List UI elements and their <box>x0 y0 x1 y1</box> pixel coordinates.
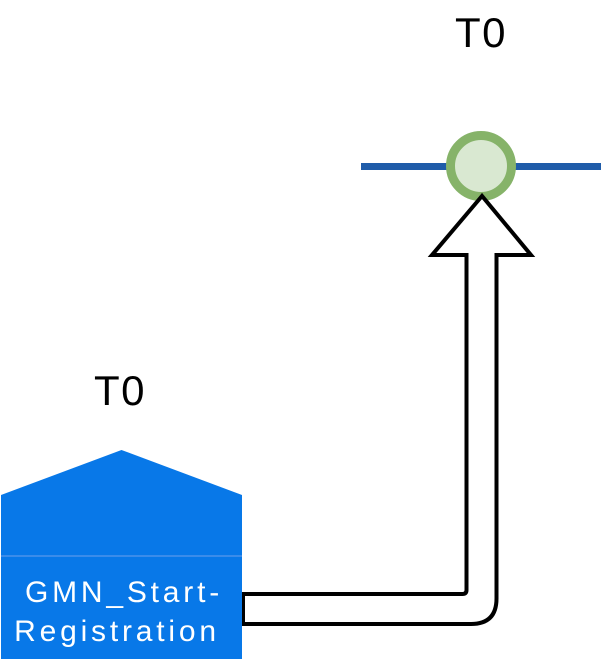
milestone-house-shape[interactable] <box>1 450 242 659</box>
timeline-group: T0 <box>361 9 601 201</box>
timeline-event-node[interactable] <box>446 131 516 201</box>
milestone-t0-label: T0 <box>94 367 146 414</box>
timeline-t0-label: T0 <box>455 9 507 56</box>
connector-group <box>241 192 536 626</box>
milestone-name-line1: GMN_Start- <box>25 576 223 609</box>
milestone-group: T0 GMN_Start- Registration <box>1 367 242 659</box>
connector-arrow[interactable] <box>241 192 536 626</box>
milestone-name-line2: Registration <box>14 615 220 648</box>
